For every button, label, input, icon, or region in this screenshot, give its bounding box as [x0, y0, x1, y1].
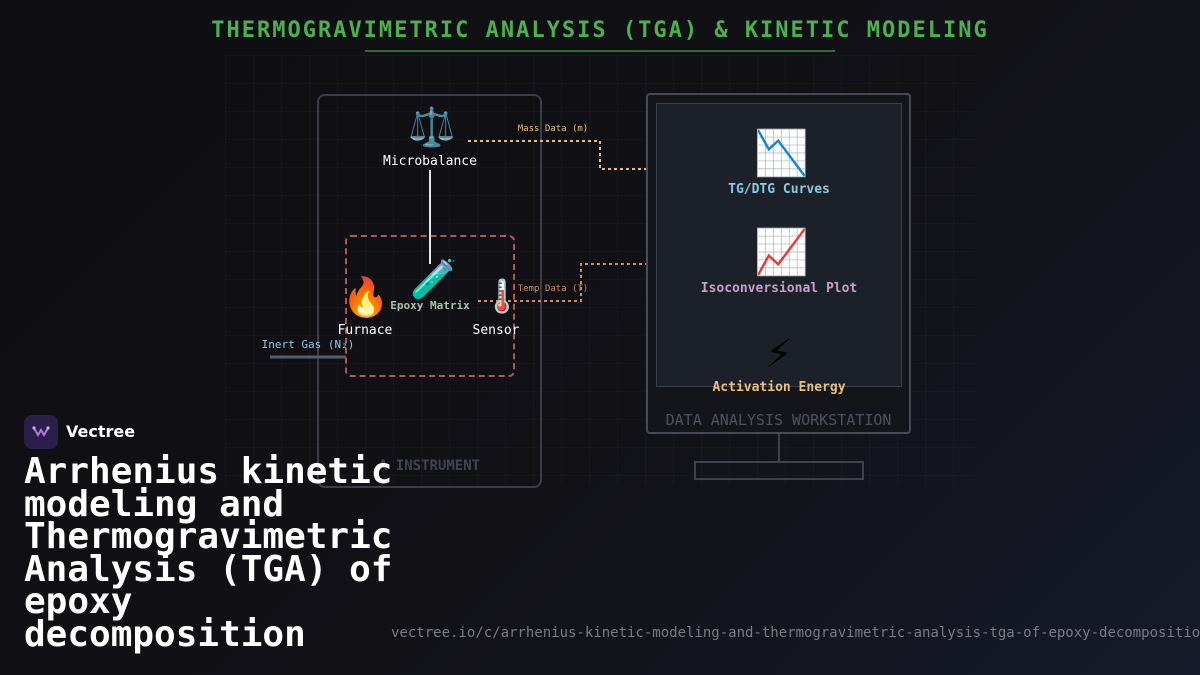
sensor-label: Sensor — [472, 323, 520, 338]
tga-instrument-box — [317, 94, 542, 488]
brand-name: Vectree — [66, 422, 136, 441]
inert-gas-label: Inert Gas (N₂) — [261, 338, 355, 351]
temp-data-label: Temp Data (T) — [517, 284, 589, 294]
lightning-icon: ⚡ — [765, 327, 793, 378]
furnace-label: Furnace — [337, 323, 393, 338]
temp-data-line — [478, 263, 648, 302]
mass-data-line — [468, 140, 648, 170]
tg-dtg-curves-label: TG/DTG Curves — [728, 182, 830, 197]
isoconversional-plot-label: Isoconversional Plot — [700, 281, 858, 296]
workstation-label: DATA ANALYSIS WORKSTATION — [665, 411, 892, 429]
activation-energy-label: Activation Energy — [712, 380, 846, 395]
vectree-logo — [24, 415, 58, 449]
sample-label: Epoxy Matrix — [390, 299, 470, 312]
monitor-screen — [656, 103, 902, 387]
fire-icon: 🔥 — [342, 275, 390, 319]
page-url[interactable]: vectree.io/c/arrhenius-kinetic-modeling-… — [391, 625, 1200, 641]
balance-scale-icon: ⚖️ — [408, 105, 456, 149]
mass-data-label: Mass Data (m) — [517, 124, 589, 134]
instrument-label: A INSTRUMENT — [378, 458, 481, 474]
chart-decreasing-icon: 📉 — [754, 128, 809, 179]
test-tube-icon: 🧪 — [410, 257, 458, 301]
title-underline — [365, 50, 835, 52]
monitor-stand-base — [694, 461, 864, 480]
monitor-stand-neck — [778, 434, 780, 461]
page-headline: Arrhenius kinetic modeling and Thermogra… — [24, 451, 393, 655]
microbalance-label: Microbalance — [383, 154, 477, 169]
chart-increasing-icon: 📈 — [754, 227, 809, 278]
diagram-title: THERMOGRAVIMETRIC ANALYSIS (TGA) & KINET… — [211, 18, 989, 43]
